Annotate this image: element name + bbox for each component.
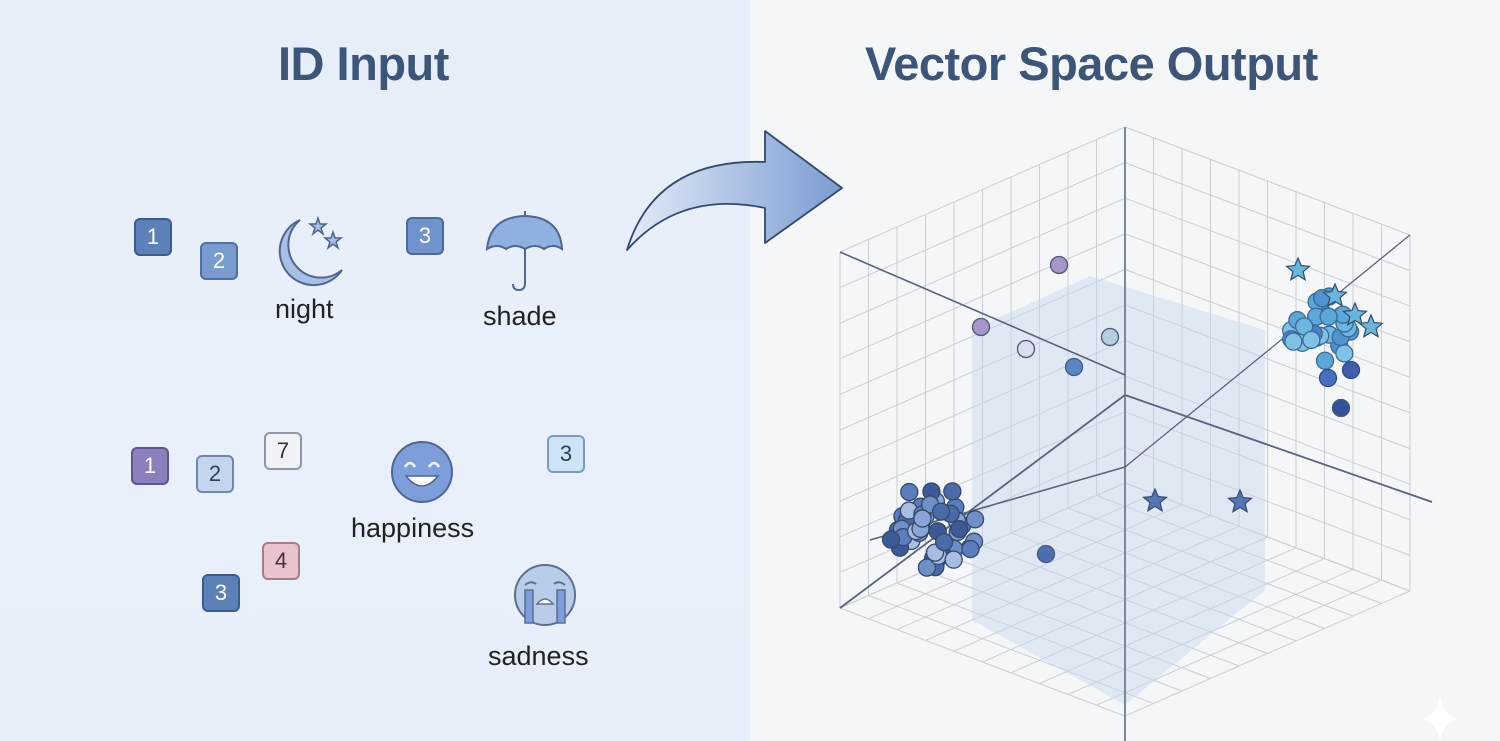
grid-line [1124, 340, 1411, 450]
id-badge: 4 [262, 542, 300, 580]
star-point [1227, 488, 1253, 513]
outlier-point [1036, 544, 1056, 564]
star-point [1358, 313, 1384, 338]
axis-line [839, 251, 1126, 376]
vector-space-title: Vector Space Output [865, 37, 1318, 90]
id-input-panel [0, 0, 750, 741]
grid-line [1067, 568, 1354, 695]
grid-line [839, 304, 1126, 431]
outlier-point [1049, 255, 1069, 275]
grid-line [1124, 482, 1411, 592]
moon-stars-icon [278, 215, 344, 287]
translucent-cube [972, 276, 1265, 705]
grid-line [1067, 507, 1354, 617]
id-badge: 1 [134, 218, 172, 256]
id-badge: 3 [406, 217, 444, 255]
grid-line [1010, 547, 1297, 674]
umbrella-icon [485, 211, 564, 292]
star-point [1285, 256, 1311, 281]
outlier-point [1331, 398, 1351, 418]
outlier-point [1100, 327, 1120, 347]
grid-line [1124, 197, 1411, 307]
grid-line [1124, 411, 1411, 521]
grid-line [1124, 375, 1411, 485]
grid-line [839, 233, 1126, 360]
grid-line [1096, 495, 1382, 604]
left-cluster-point [965, 510, 985, 529]
grid-line [839, 375, 1126, 502]
left-cluster-point [944, 550, 963, 569]
grid-line [839, 411, 1126, 538]
word-label-happiness: happiness [351, 513, 475, 543]
crying-face-icon [514, 564, 576, 626]
id-badge: 2 [196, 455, 234, 493]
grid-line [1096, 579, 1382, 706]
right-cluster-point [1319, 307, 1338, 326]
axis-line [839, 394, 1126, 609]
word-label-sadness: sadness [488, 641, 589, 671]
id-input-title: ID Input [278, 37, 449, 90]
grid-line [1124, 126, 1411, 236]
grid-line [1124, 162, 1411, 272]
grid-line [1124, 304, 1411, 414]
word-label-shade: shade [483, 301, 557, 331]
id-badge: 7 [264, 432, 302, 470]
word-label-night: night [275, 294, 334, 324]
left-cluster-point [961, 539, 980, 559]
left-cluster-point [913, 509, 932, 528]
outlier-point [971, 317, 991, 337]
star-point [1342, 301, 1368, 326]
right-cluster-point [1284, 332, 1303, 351]
grid-line [1124, 590, 1411, 717]
grid-line [839, 197, 1126, 324]
id-badge: 3 [202, 574, 240, 612]
grid-line [839, 446, 1126, 573]
outlier-point [1016, 339, 1036, 359]
grid-line [1124, 268, 1411, 378]
left-cluster-point [900, 482, 919, 502]
grid-line [1010, 532, 1297, 642]
right-cluster-point [1302, 330, 1321, 350]
curved-arrow-right-icon [626, 130, 843, 251]
id-badge: 2 [200, 242, 238, 280]
id-badge: 1 [131, 447, 169, 485]
left-cluster-point [934, 532, 954, 552]
star-point [1322, 282, 1348, 307]
grid-line [1039, 520, 1325, 629]
axis-line [1124, 394, 1433, 503]
outlier-point [1064, 357, 1084, 377]
smiling-face-icon [391, 441, 453, 503]
star-point [1142, 487, 1168, 512]
left-cluster-point [943, 482, 962, 501]
grid-line [839, 126, 1126, 253]
axis-line [1124, 234, 1411, 468]
id-badge: 3 [547, 435, 585, 473]
grid-line [1039, 558, 1325, 685]
left-cluster-point [881, 530, 901, 549]
right-cluster-point [1315, 351, 1335, 370]
left-cluster-point [931, 502, 951, 521]
grid-line [839, 162, 1126, 289]
left-cluster-point [917, 558, 937, 577]
left-cluster-point [950, 520, 969, 539]
right-cluster-point [1318, 368, 1338, 388]
grid-line [1124, 446, 1411, 556]
right-cluster-point [1341, 360, 1361, 380]
